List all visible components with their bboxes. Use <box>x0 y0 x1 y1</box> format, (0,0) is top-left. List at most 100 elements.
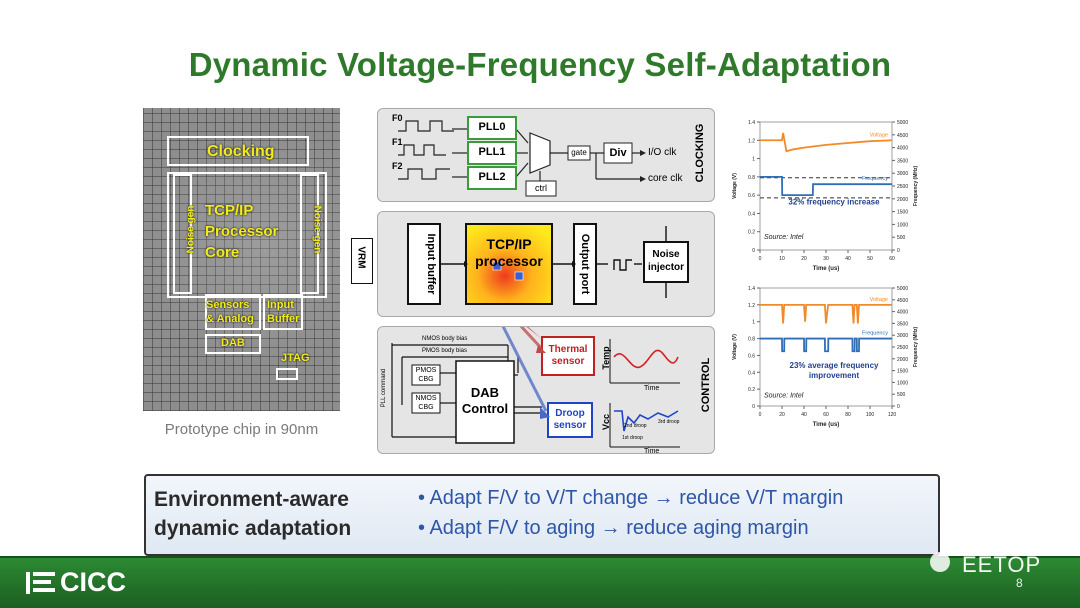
nmos-cbg-block: NMOS CBG <box>415 395 437 411</box>
chart-xtick-label: 60 <box>823 412 829 418</box>
noise-injector-block: Noise injector <box>647 249 685 273</box>
page-number: 8 <box>1016 576 1023 590</box>
chart-average-frequency-plot: 00.20.40.60.811.21.405001000150020002500… <box>732 286 919 428</box>
chart-ytick-label: 0.8 <box>748 175 755 181</box>
chart-xlabel: Time (us) <box>813 422 840 428</box>
chip-label-noise-gen-right: Noise gen <box>311 205 323 254</box>
clocking-diagram <box>398 116 646 197</box>
chart-ytick-label: 1 <box>752 320 755 326</box>
summary-box: Environment-aware dynamic adaptation • A… <box>144 474 940 556</box>
chart-y2label: Frequency (MHz) <box>913 166 919 207</box>
processor-diagram <box>407 223 689 305</box>
summary-bullet-2: • Adapt F/V to aging → reduce aging marg… <box>418 517 809 539</box>
control-panel: NMOS body bias PMOS body bias PMOS CBG N… <box>377 326 715 455</box>
chart-series-voltage <box>760 303 892 324</box>
chart-series-frequency <box>760 337 892 353</box>
temp-axis-label: Temp <box>601 346 611 370</box>
chart-y2tick-label: 2000 <box>897 357 908 363</box>
chart-ytick-label: 0 <box>752 404 755 410</box>
tcpip-processor-block: TCP/IP processor <box>475 236 543 269</box>
pmos-body-bias-label: PMOS body bias <box>422 348 468 354</box>
chart-ytick-label: 1.4 <box>748 120 755 126</box>
ctrl-block: ctrl <box>535 183 547 193</box>
chip-label-core: TCP/IP Processor Core <box>205 202 279 261</box>
chart-xtick-label: 0 <box>759 412 762 418</box>
chart-y2tick-label: 4000 <box>897 146 908 152</box>
chip-photo: Clocking TCP/IP Processor Core Noise gen… <box>143 108 340 411</box>
chart-ytick-label: 0.4 <box>748 211 755 217</box>
footer-divider <box>0 556 1080 559</box>
chip-region-sensors <box>205 294 261 330</box>
div-block: Div <box>609 147 627 159</box>
chart-xtick-label: 120 <box>888 412 897 418</box>
clocking-section-label: CLOCKING <box>694 123 706 183</box>
chip-label-sensors: Sensors & Analog <box>206 299 254 325</box>
pll-command-label: PLL command <box>381 368 387 408</box>
chart-ytick-label: 0.6 <box>748 353 755 359</box>
chart-ytick-label: 1.2 <box>748 138 755 144</box>
chip-region-dab <box>205 334 261 354</box>
chart-xtick-label: 40 <box>845 256 851 262</box>
vrm-block <box>351 238 373 284</box>
summary-heading-line1: Environment-aware <box>154 488 349 511</box>
chart-xtick-label: 20 <box>801 256 807 262</box>
clock-input-f0: F0 <box>392 113 403 123</box>
chart-series-label-frequency: Frequency <box>862 176 888 182</box>
chip-region-noise-gen-left <box>173 174 192 294</box>
chip-label-noise-gen-left: Noise gen <box>185 205 197 254</box>
chart-xtick-label: 50 <box>867 256 873 262</box>
chart-frequency-increase-plot: 00.20.40.60.811.21.405001000150020002500… <box>732 120 919 272</box>
chart-ytick-label: 0.4 <box>748 370 755 376</box>
chart-y2tick-label: 1000 <box>897 222 908 228</box>
chip-label-clocking: Clocking <box>207 143 275 160</box>
wechat-icon <box>930 552 950 572</box>
chart-xtick-label: 10 <box>779 256 785 262</box>
chip-label-input-buffer: Input Buffer <box>267 299 300 325</box>
chip-label-jtag: JTAG <box>281 352 310 364</box>
chart-y2tick-label: 0 <box>897 404 900 410</box>
cicc-logo-text: CICC <box>60 567 126 597</box>
chip-label-dab: DAB <box>221 337 245 349</box>
chart-ytick-label: 1 <box>752 157 755 163</box>
chart-y2tick-label: 4500 <box>897 298 908 304</box>
chart-ytick-label: 0.2 <box>748 387 755 393</box>
chart-series-label-voltage: Voltage <box>870 132 888 138</box>
gate-block: gate <box>571 148 587 157</box>
chart-annotation: 32% frequency increase <box>788 197 880 206</box>
chart-ytick-label: 0 <box>752 248 755 254</box>
vrm-label: VRM <box>355 246 367 269</box>
chart-xtick-label: 30 <box>823 256 829 262</box>
cicc-logo-icon <box>26 572 55 594</box>
chart-ylabel: Voltage (V) <box>732 173 738 199</box>
clock-input-f2: F2 <box>392 161 403 171</box>
pll2-block: PLL2 <box>478 171 506 183</box>
chart-series-label-voltage: Voltage <box>870 297 888 303</box>
chart-xtick-label: 0 <box>759 256 762 262</box>
chip-region-clocking <box>167 136 309 166</box>
chart-y2tick-label: 4500 <box>897 133 908 139</box>
chart-xtick-label: 60 <box>889 256 895 262</box>
chart-y2tick-label: 1500 <box>897 210 908 216</box>
chart-y2tick-label: 2000 <box>897 197 908 203</box>
output-port-block: Output port <box>579 233 591 295</box>
time-axis-label-vcc: Time <box>644 448 660 455</box>
chip-caption: Prototype chip in 90nm <box>164 421 319 438</box>
pmos-cbg-block: PMOS CBG <box>415 367 437 383</box>
chart-ylabel: Voltage (V) <box>732 334 738 360</box>
chart-source: Source: Intel <box>764 234 804 241</box>
chart-series-label-frequency: Frequency <box>862 331 888 337</box>
chart-y2tick-label: 2500 <box>897 184 908 190</box>
chart-annotation: improvement <box>809 371 860 380</box>
pll0-block: PLL0 <box>478 121 506 133</box>
chip-region-core <box>167 172 327 298</box>
slide-title: Dynamic Voltage-Frequency Self-Adaptatio… <box>188 46 892 83</box>
control-section-label: CONTROL <box>700 357 712 413</box>
chart-ytick-label: 0.8 <box>748 337 755 343</box>
clocking-panel: F0 F1 F2 PLL0 PLL1 PLL2 gate Div ctrl I/… <box>377 108 715 202</box>
chart-xtick-label: 40 <box>801 412 807 418</box>
chart-source: Source: Intel <box>764 393 804 400</box>
chart-series-frequency <box>760 175 892 197</box>
chart-y2tick-label: 0 <box>897 248 900 254</box>
